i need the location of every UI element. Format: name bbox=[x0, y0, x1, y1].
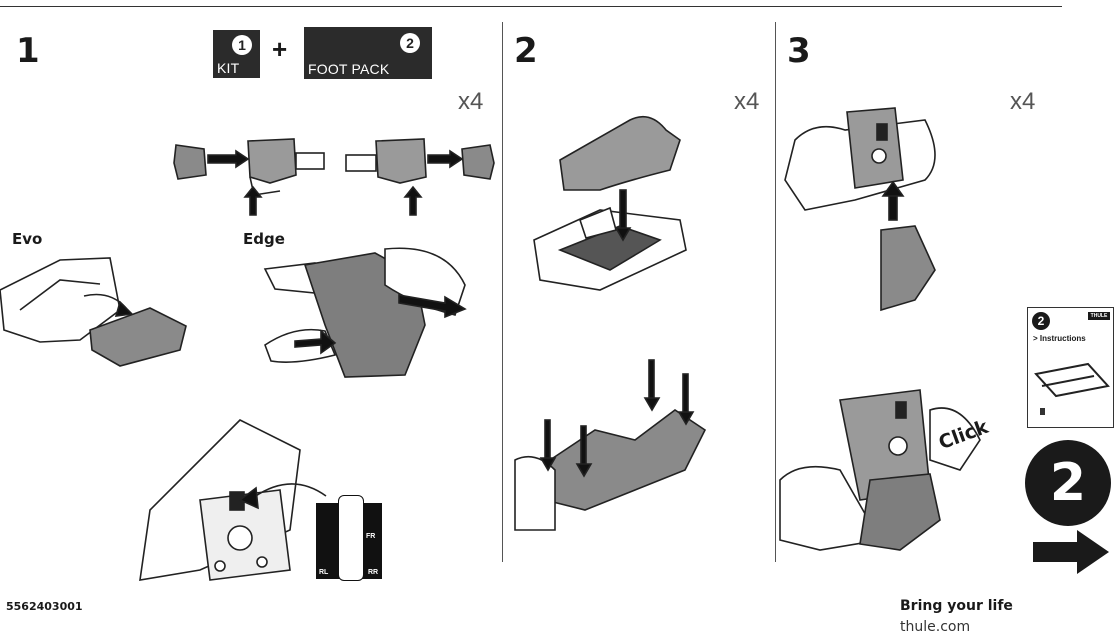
top-rule bbox=[0, 6, 1062, 7]
thumbnail-part-icon bbox=[1040, 408, 1045, 415]
foot-pack-label: FOOT PACK bbox=[308, 61, 390, 77]
quantity-step2: x4 bbox=[734, 88, 760, 115]
position-label-fr: FR bbox=[366, 533, 376, 540]
kit-number-badge: 1 bbox=[232, 35, 252, 55]
quantity-step1: x4 bbox=[458, 88, 484, 115]
variant-evo-label: Evo bbox=[12, 230, 43, 248]
vehicle-position-diagram: FR RL RR bbox=[316, 495, 382, 581]
next-step-badge: 2 bbox=[1025, 440, 1111, 526]
position-label-rl: RL bbox=[319, 569, 329, 576]
column-divider-2 bbox=[775, 22, 776, 562]
thumbnail-number-badge: 2 bbox=[1032, 312, 1050, 330]
thumbnail-logo: THULE bbox=[1088, 312, 1110, 320]
pad-install-bottom-illustration bbox=[514, 359, 707, 531]
next-page-thumbnail: 2 THULE > Instructions bbox=[1027, 307, 1114, 428]
foot-disassembly-illustration bbox=[173, 138, 495, 216]
product-code: 5562403001 bbox=[6, 600, 83, 613]
bracket-attach-illustration bbox=[784, 107, 936, 312]
vehicle-outline bbox=[338, 495, 364, 581]
evo-foot-illustration bbox=[0, 257, 187, 367]
step-number-1: 1 bbox=[16, 31, 40, 71]
step-number-3: 3 bbox=[787, 31, 811, 71]
edge-foot-illustration bbox=[263, 247, 467, 378]
plus-sign: + bbox=[272, 34, 288, 64]
brand-url: thule.com bbox=[900, 619, 971, 635]
variant-edge-label: Edge bbox=[243, 230, 285, 248]
quantity-step3: x4 bbox=[1010, 88, 1036, 115]
kit-label: KIT bbox=[217, 60, 240, 76]
step-number-2: 2 bbox=[514, 31, 538, 71]
position-label-rr: RR bbox=[368, 569, 379, 576]
bracket-click-illustration bbox=[779, 389, 981, 551]
column-divider-1 bbox=[502, 22, 503, 562]
thumbnail-title: > Instructions bbox=[1033, 334, 1086, 343]
pad-install-top-illustration bbox=[533, 115, 687, 291]
kit-box: 1 KIT bbox=[213, 30, 260, 78]
brand-tagline: Bring your life bbox=[900, 598, 1013, 614]
foot-pack-number-badge: 2 bbox=[400, 33, 420, 53]
roof-pad-illustration bbox=[139, 419, 327, 581]
thumbnail-roof-rack-icon bbox=[1034, 362, 1110, 398]
right-arrow-icon bbox=[1033, 530, 1109, 574]
foot-pack-box: 2 FOOT PACK bbox=[304, 27, 432, 79]
